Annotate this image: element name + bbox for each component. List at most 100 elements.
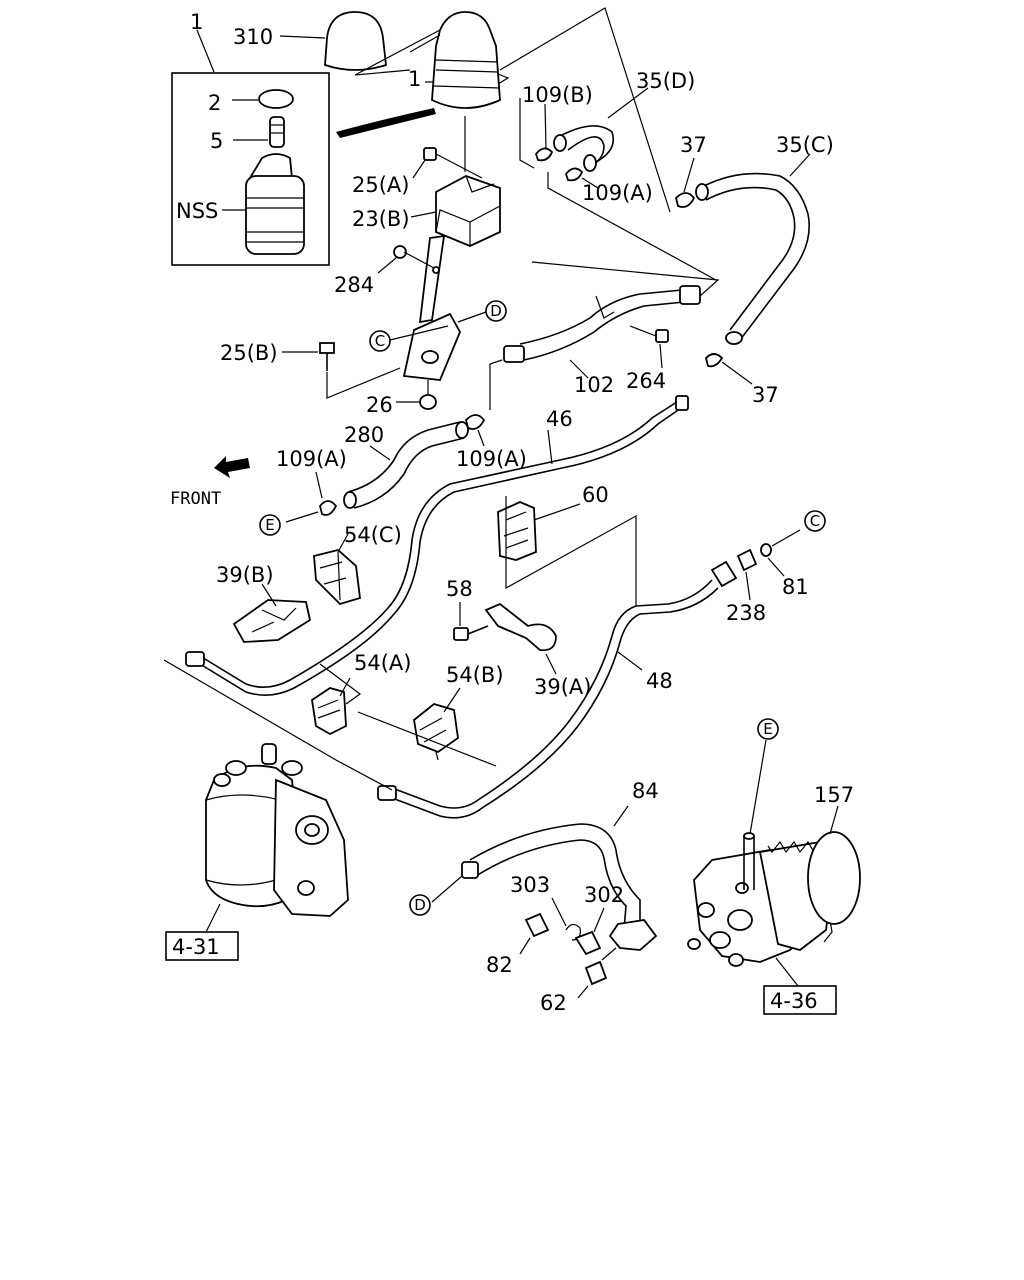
bracket-group xyxy=(282,147,501,410)
clips-upper-left xyxy=(232,533,361,643)
hose-280 xyxy=(347,421,461,493)
nut-284 xyxy=(393,245,407,259)
label-1-kit: 1 xyxy=(190,10,203,34)
cap-part xyxy=(258,89,294,109)
label-303: 303 xyxy=(510,873,550,897)
clips-lower xyxy=(163,659,497,791)
pipe-46 xyxy=(199,399,681,688)
label-302: 302 xyxy=(584,883,624,907)
label-62: 62 xyxy=(540,991,567,1015)
bolt-58 xyxy=(453,625,489,641)
label-82: 82 xyxy=(486,953,513,977)
bolt-25a xyxy=(423,147,483,179)
label-310: 310 xyxy=(233,25,273,49)
label-284: 284 xyxy=(334,273,374,297)
pipe-46-group xyxy=(185,395,689,696)
nut-26 xyxy=(419,394,437,410)
clamp-109a-mid xyxy=(465,414,486,430)
nut-62 xyxy=(584,960,608,986)
reference-4-36: 4-36 xyxy=(770,989,818,1013)
clip-54c xyxy=(313,549,361,606)
label-23b: 23(B) xyxy=(352,207,410,231)
label-48: 48 xyxy=(646,669,673,693)
label-264: 264 xyxy=(626,369,666,393)
label-37-mid: 37 xyxy=(752,383,779,407)
label-81: 81 xyxy=(782,575,809,599)
fitting-302 xyxy=(574,930,602,956)
connector-c-upper: C xyxy=(375,332,385,350)
pipe-48 xyxy=(391,579,713,809)
clip-54a xyxy=(311,687,347,736)
hose-35c xyxy=(703,172,810,341)
bracket-39a xyxy=(484,602,557,652)
connector-e-pump: E xyxy=(763,720,772,738)
label-109a-mid: 109(A) xyxy=(456,447,527,471)
reservoir-tank-part xyxy=(431,11,501,109)
connector-e-left: E xyxy=(265,516,274,534)
pipe-102-group xyxy=(489,261,720,410)
pipe-102 xyxy=(519,289,683,345)
label-35d: 35(D) xyxy=(636,69,695,93)
hose-280-group xyxy=(285,414,486,523)
bolt-25b xyxy=(319,342,335,371)
hose-84 xyxy=(469,823,641,930)
label-109a-top: 109(A) xyxy=(582,181,653,205)
connector-d-lower: D xyxy=(414,896,426,914)
reference-boxes: 4-31 4-36 xyxy=(165,931,837,1015)
pipe-48-group xyxy=(377,560,738,819)
clamp-37-top xyxy=(675,192,696,208)
connector-d-upper: D xyxy=(490,302,502,320)
clamp-37-mid xyxy=(705,353,724,368)
front-arrow-icon xyxy=(214,456,250,478)
label-280: 280 xyxy=(344,423,384,447)
hose-35d-group xyxy=(519,87,717,281)
label-109a-left: 109(A) xyxy=(276,447,347,471)
label-39b: 39(B) xyxy=(216,563,274,587)
steering-gear-group xyxy=(205,743,349,933)
power-steering-pump-group xyxy=(687,739,861,987)
front-label: FRONT xyxy=(170,489,221,509)
strainer-part xyxy=(269,116,285,148)
label-37-top: 37 xyxy=(680,133,707,157)
bolt-264 xyxy=(629,325,669,343)
part-labels: 1 310 1 2 5 NSS 109(B) 35(D) 37 35(C) 25… xyxy=(170,10,854,1015)
label-54b: 54(B) xyxy=(446,663,504,687)
front-arrow-group xyxy=(214,456,250,478)
label-102: 102 xyxy=(574,373,614,397)
label-54a: 54(A) xyxy=(354,651,411,675)
nut-238 xyxy=(736,548,758,572)
connector-c-right: C xyxy=(810,512,820,530)
label-54c: 54(C) xyxy=(344,523,402,547)
o-ring-157 xyxy=(807,831,861,925)
label-2: 2 xyxy=(208,91,221,115)
label-39a: 39(A) xyxy=(534,675,591,699)
hose-35d xyxy=(559,125,615,163)
clip-39b xyxy=(232,599,312,643)
label-84: 84 xyxy=(632,779,659,803)
label-60: 60 xyxy=(582,483,609,507)
clamp-60 xyxy=(497,501,537,561)
fittings-right xyxy=(736,529,801,601)
label-25b: 25(B) xyxy=(220,341,278,365)
label-109b: 109(B) xyxy=(522,83,593,107)
label-46: 46 xyxy=(546,407,573,431)
hose-35c-group xyxy=(675,153,811,385)
nut-82 xyxy=(524,912,550,938)
label-nss: NSS xyxy=(176,199,218,223)
reservoir-kit-group xyxy=(171,29,330,266)
reference-4-31: 4-31 xyxy=(172,935,220,959)
clamp-109a-left xyxy=(319,500,338,516)
label-35c: 35(C) xyxy=(776,133,834,157)
kit-box xyxy=(171,72,330,266)
label-26: 26 xyxy=(366,393,393,417)
label-238: 238 xyxy=(726,601,766,625)
reservoir-cap-310 xyxy=(324,11,387,71)
label-58: 58 xyxy=(446,577,473,601)
label-157: 157 xyxy=(814,783,854,807)
clip-54b xyxy=(413,703,459,754)
clamp-109a-top xyxy=(564,167,584,182)
label-1-tank: 1 xyxy=(408,67,421,91)
clamp-60-group xyxy=(453,496,637,675)
